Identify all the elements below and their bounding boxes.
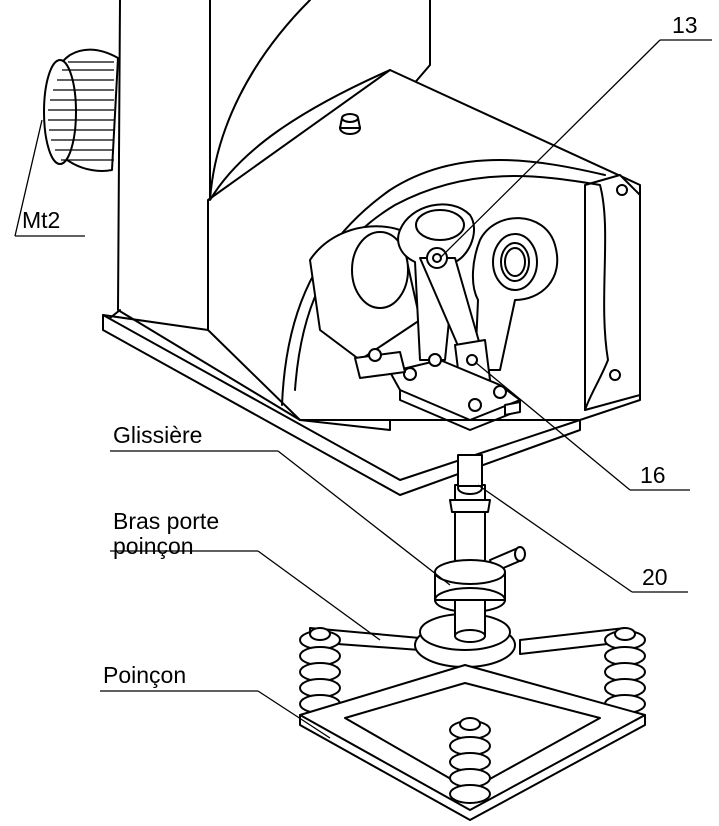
glissiere-part xyxy=(434,559,506,613)
label-poincon: Poinçon xyxy=(103,662,187,688)
label-16: 16 xyxy=(640,462,666,488)
spring-right xyxy=(604,627,646,714)
label-20: 20 xyxy=(642,564,668,590)
label-bras-porte: Bras porte xyxy=(113,508,220,534)
spring-left xyxy=(299,627,341,714)
top-bolt xyxy=(339,113,361,135)
spring-front xyxy=(449,717,491,804)
motor-mt2 xyxy=(43,48,119,172)
label-mt2: Mt2 xyxy=(22,207,61,233)
label-glissiere: Glissière xyxy=(113,422,203,448)
label-13: 13 xyxy=(672,12,698,38)
leader-lines xyxy=(14,39,712,739)
label-bras-poincon: poinçon xyxy=(113,533,194,559)
base-plate xyxy=(102,314,581,496)
